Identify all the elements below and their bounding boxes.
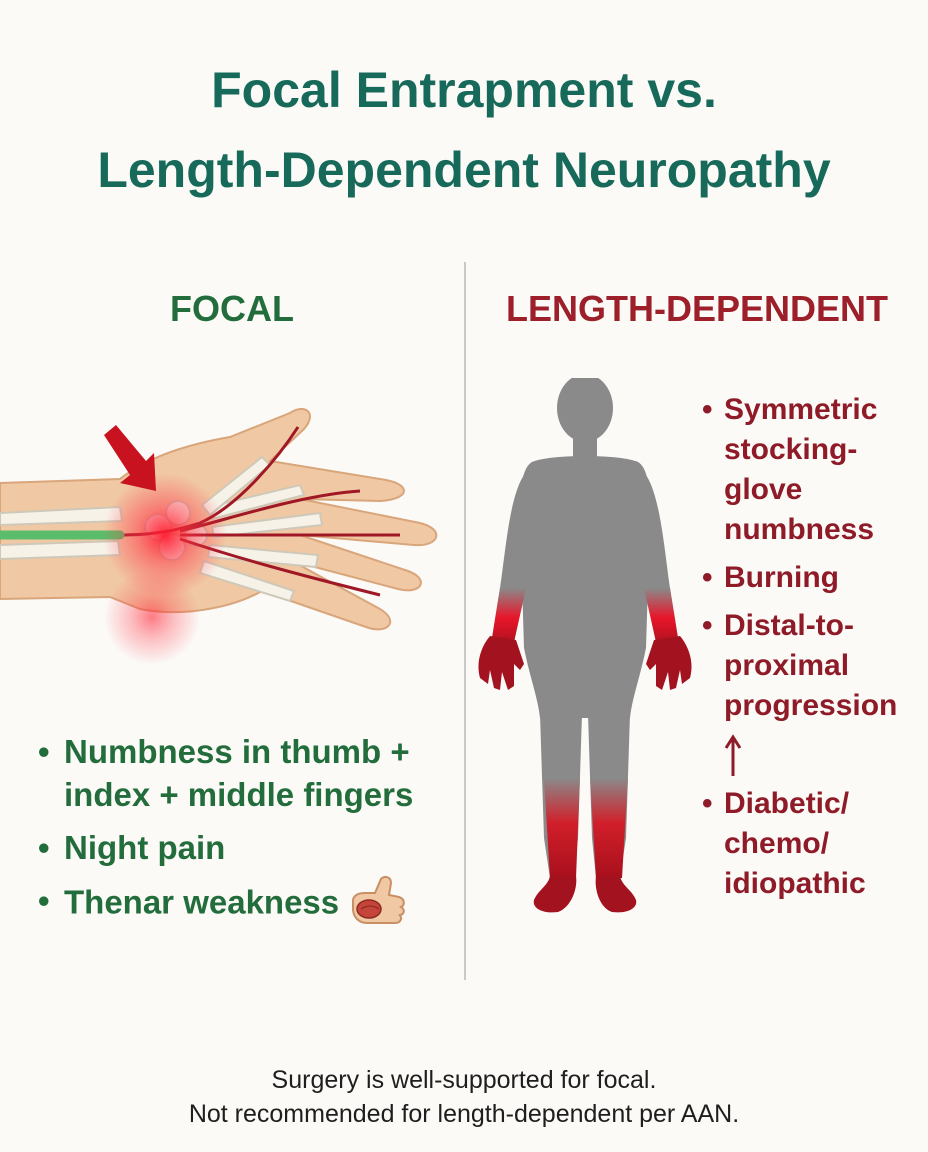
up-arrow-icon: [724, 734, 742, 776]
right-lower-leg-highlight: [590, 778, 628, 878]
hand-wrist-illustration: [0, 408, 438, 665]
footer-line-2: Not recommended for length-dependent per…: [188, 1100, 740, 1128]
title-line-2: Length-Dependent Neuropathy: [97, 142, 831, 198]
list-item: Distal-to-proximal progression: [700, 606, 926, 726]
lower-glow: [104, 569, 200, 665]
right-hand: [646, 636, 692, 690]
column-divider: [464, 262, 466, 980]
length-dependent-symptom-list: Symmetric stocking-glove numbness Burnin…: [700, 390, 926, 912]
left-foot: [533, 876, 577, 913]
left-hand: [478, 636, 524, 690]
list-item: Numbness in thumb + index + middle finge…: [34, 730, 454, 816]
pointer-arrow-icon: [104, 425, 156, 491]
right-forearm-highlight: [644, 588, 678, 642]
left-lower-leg-highlight: [544, 778, 580, 878]
length-dependent-heading: LENGTH-DEPENDENT: [505, 288, 888, 329]
page-title: Focal Entrapment vs. Length-Dependent Ne…: [0, 50, 928, 210]
list-item: Night pain: [34, 826, 454, 869]
body-torso: [520, 378, 650, 718]
legs: [533, 714, 637, 913]
footer-note: Surgery is well-supported for focal. Not…: [0, 1063, 928, 1131]
left-forearm-highlight: [492, 588, 526, 642]
list-item: Diabetic/ chemo/ idiopathic: [700, 784, 926, 904]
footer-line-1: Surgery is well-supported for focal.: [271, 1066, 657, 1094]
focal-symptom-list: Numbness in thumb + index + middle finge…: [34, 730, 454, 941]
title-line-1: Focal Entrapment vs.: [211, 62, 717, 118]
progression-arrow-row: [700, 734, 926, 778]
arms: [478, 470, 692, 690]
thenar-thumb-icon: [352, 875, 405, 924]
focal-heading: FOCAL: [170, 288, 294, 329]
list-item: Symmetric stocking-glove numbness: [700, 390, 926, 550]
compression-glow: [103, 473, 227, 597]
list-item: Thenar weakness: [34, 875, 454, 931]
list-item: Burning: [700, 558, 926, 598]
body-silhouette-illustration: [478, 378, 692, 913]
right-foot: [595, 876, 637, 913]
